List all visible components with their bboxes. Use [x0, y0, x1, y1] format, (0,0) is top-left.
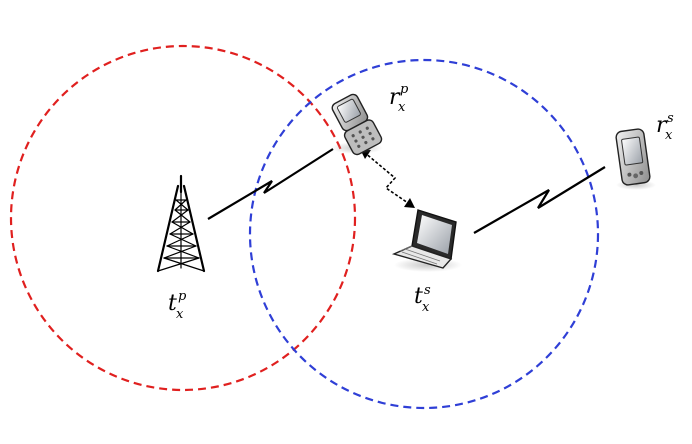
- secondary-rx-label-sup: s: [667, 111, 674, 126]
- primary-rx-label-sup: p: [400, 82, 409, 97]
- secondary-rx-label-main: r: [656, 113, 668, 138]
- flip-phone-icon: [331, 93, 383, 156]
- secondary-rx-label: r x s: [656, 111, 674, 143]
- secondary-tx-label-main: t: [414, 284, 423, 309]
- primary-coverage-circle: [9, 44, 357, 392]
- secondary-rx-label-sub: x: [665, 128, 673, 143]
- secondary-wireless-link: [473, 166, 606, 234]
- primary-rx-label-main: r: [389, 85, 401, 110]
- primary-tx-label-sub: x: [176, 307, 184, 322]
- interference-link: [360, 149, 415, 208]
- primary-wireless-link: [207, 148, 334, 220]
- secondary-tx-label: t x s: [414, 283, 431, 315]
- secondary-tx-label-sup: s: [424, 283, 431, 298]
- primary-tx-label-sup: p: [178, 289, 187, 304]
- secondary-coverage-circle: [248, 58, 600, 410]
- cell-tower-icon: [156, 174, 206, 273]
- primary-tx-label-main: t: [168, 291, 177, 316]
- pda-icon: [615, 128, 656, 190]
- primary-rx-label-sub: x: [398, 100, 406, 115]
- primary-tx-label: t x p: [168, 289, 187, 322]
- primary-rx-label: r x p: [389, 82, 409, 115]
- secondary-tx-label-sub: x: [422, 300, 430, 315]
- laptop-icon: [391, 209, 462, 272]
